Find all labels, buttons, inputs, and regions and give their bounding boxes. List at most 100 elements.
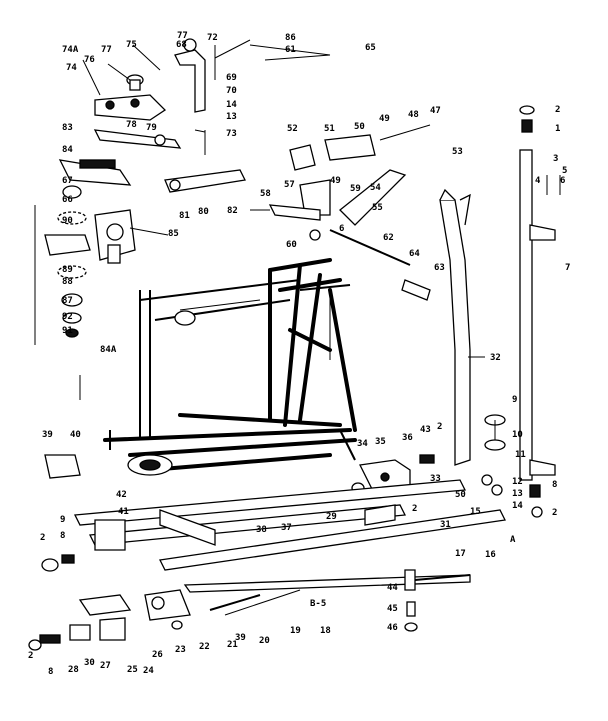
lever-32 [439,188,471,466]
callout-c2b: 2 [437,422,442,432]
callout-c77b: 77 [101,45,112,55]
callout-c74: 74 [66,63,77,73]
callout-c39b: 39 [235,633,246,643]
callout-c9: 9 [512,395,517,405]
callout-c14: 14 [226,100,237,110]
callout-c14b: 14 [512,501,523,511]
callout-c2a: 2 [555,105,560,115]
callout-c27: 27 [100,661,111,671]
callout-c36: 36 [402,433,413,443]
callout-c61: 61 [285,45,296,55]
callout-c26: 26 [152,650,163,660]
callout-c6a: 6 [560,176,565,186]
callout-c17: 17 [455,549,466,559]
callout-cA: A [510,535,516,545]
callout-c68: 68 [176,40,187,50]
callout-c2f: 2 [28,651,33,661]
callout-c49b: 49 [330,176,341,186]
callout-c42: 42 [116,490,127,500]
callout-c5: 5 [562,166,567,176]
main-frame-assembly [103,258,357,476]
callout-c48: 48 [408,110,419,120]
callout-c47: 47 [430,106,441,116]
callout-c32: 32 [490,353,501,363]
callout-c74a: 74A [62,45,79,55]
callout-c76: 76 [84,55,95,65]
callout-c73: 73 [226,129,237,139]
callout-c18: 18 [320,626,331,636]
callout-c52: 52 [287,124,298,134]
callout-c19: 19 [290,626,301,636]
callout-c67: 67 [62,176,73,186]
callout-c22: 22 [199,642,210,652]
callout-c59: 59 [350,184,361,194]
callout-c44: 44 [387,583,398,593]
callout-c38: 38 [256,525,267,535]
callout-c13b: 13 [512,489,523,499]
callout-c15: 15 [470,507,481,517]
callout-c84: 84 [62,145,73,155]
upper-right-linkage [250,124,431,301]
callout-c2e: 2 [412,504,417,514]
callout-c37: 37 [281,523,292,533]
callout-c89: 89 [62,265,73,275]
callout-c8a: 8 [552,480,557,490]
callout-c16: 16 [485,550,496,560]
callout-cB5: B-5 [310,599,326,609]
callout-c12: 12 [512,477,523,487]
callout-c85: 85 [168,229,179,239]
callout-c25: 25 [127,665,138,675]
callout-c21: 21 [227,640,238,650]
callout-c43: 43 [420,425,431,435]
upper-left-parts [58,38,331,193]
callout-c80: 80 [198,207,209,217]
callout-c78: 78 [126,120,137,130]
callout-c54: 54 [370,183,381,193]
callout-c79: 79 [146,123,157,133]
callout-c50b: 50 [455,490,466,500]
callout-c1: 1 [555,124,560,134]
callout-c92: 92 [62,312,73,322]
callout-c63: 63 [434,263,445,273]
callout-c69: 69 [226,73,237,83]
callout-c65: 65 [365,43,376,53]
callout-c66: 66 [62,195,73,205]
callout-c31: 31 [440,520,451,530]
callout-c86: 86 [285,33,296,43]
callout-c64: 64 [409,249,420,259]
callout-c2c: 2 [552,508,557,518]
callout-c11: 11 [515,450,526,460]
callout-c83: 83 [62,123,73,133]
callout-c24: 24 [143,666,154,676]
callout-c33: 33 [430,474,441,484]
callout-c87: 87 [62,296,73,306]
callout-c91: 91 [62,326,73,336]
callout-c8c: 8 [48,667,53,677]
leader-lines [79,39,485,400]
callout-c84a: 84A [100,345,117,355]
bottom-left-parts [28,589,191,651]
callout-c9b: 9 [60,515,65,525]
callout-c4: 4 [535,176,541,186]
callout-c35: 35 [375,437,386,447]
callout-c55: 55 [372,203,383,213]
callout-c7: 7 [565,263,570,273]
callout-c40: 40 [70,430,81,440]
callout-c30: 30 [84,658,95,668]
callout-c62: 62 [383,233,394,243]
callout-c57: 57 [284,180,295,190]
callout-c70: 70 [226,86,237,96]
callout-c81: 81 [179,211,190,221]
callout-c72: 72 [207,33,218,43]
callout-c60: 60 [286,240,297,250]
callout-c13: 13 [226,112,237,122]
callout-c20: 20 [259,636,270,646]
left-bracket-stack [34,185,136,345]
callout-c77: 77 [177,31,188,41]
callout-c29: 29 [326,512,337,522]
callout-c8b: 8 [60,531,65,541]
callout-c88: 88 [62,277,73,287]
callout-c58: 58 [260,189,271,199]
